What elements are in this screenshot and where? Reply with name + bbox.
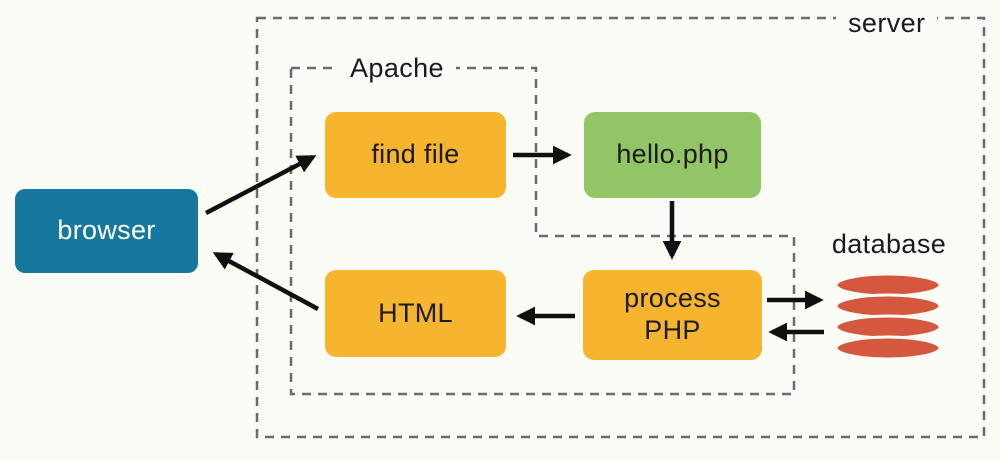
server-boundary	[255, 16, 986, 439]
node-browser: browser	[15, 189, 198, 273]
node-html-label: HTML	[378, 297, 453, 328]
node-hello-php: hello.php	[584, 112, 761, 198]
database-icon	[834, 272, 942, 361]
node-find-file-label: find file	[371, 139, 460, 170]
arrow-html-to-browser	[212, 252, 320, 311]
node-process-php: process PHP	[583, 270, 762, 360]
node-html: HTML	[325, 270, 506, 357]
database-label: database	[831, 229, 947, 259]
server-region-label: server	[836, 8, 938, 38]
node-process-php-label: process PHP	[624, 283, 721, 345]
node-browser-label: browser	[57, 215, 156, 246]
node-find-file: find file	[325, 112, 506, 198]
apache-region-label: Apache	[338, 53, 456, 83]
arrow-browser-to-find-file	[204, 155, 317, 215]
apache-boundary	[289, 66, 796, 396]
node-hello-php-label: hello.php	[616, 139, 729, 170]
